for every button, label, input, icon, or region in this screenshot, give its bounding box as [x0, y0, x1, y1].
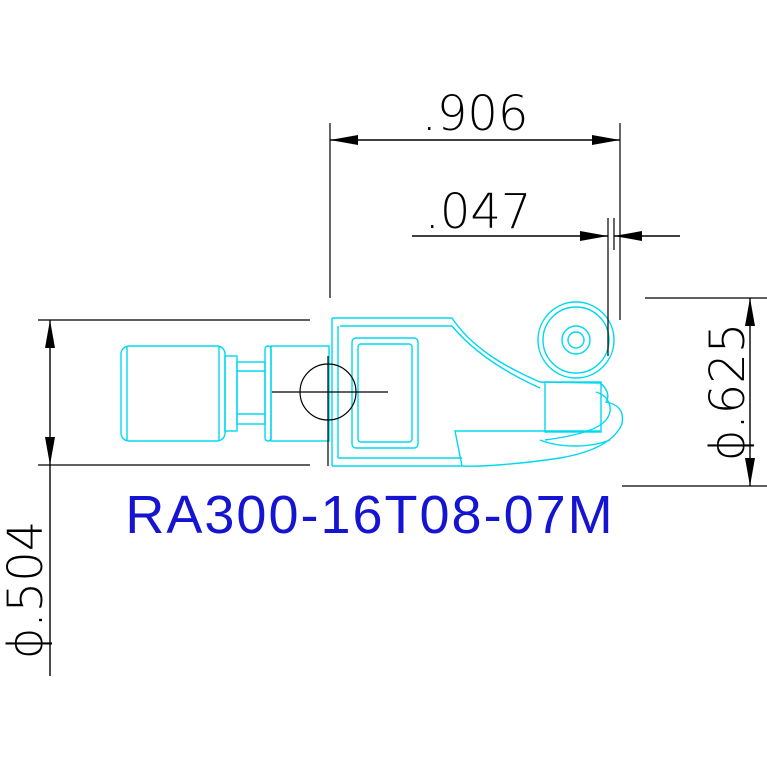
- part-number-title: RA300-16T08-07M: [125, 485, 614, 545]
- dimension-head-diameter: ϕ.625: [622, 297, 767, 487]
- dimension-label-length: .906: [422, 86, 529, 142]
- screw-head: [537, 301, 615, 379]
- collar: [270, 345, 330, 442]
- main-body: [332, 317, 624, 467]
- shank-body: [120, 345, 226, 442]
- window-pocket: [351, 337, 419, 449]
- dimension-label-shank-diameter: ϕ.504: [0, 521, 54, 660]
- dimension-label-offset: .047: [425, 184, 532, 240]
- dimension-overall-length: .906: [329, 86, 621, 320]
- dimension-label-head-diameter: ϕ.625: [700, 323, 756, 462]
- center-mark: [272, 356, 388, 466]
- screw-hole: [561, 325, 591, 355]
- dimension-shank-diameter: ϕ.504: [0, 319, 310, 676]
- dimension-offset: .047: [412, 184, 680, 356]
- shank-neck: [224, 355, 238, 432]
- insert-seat: [544, 381, 602, 433]
- tool-outline: [120, 301, 624, 467]
